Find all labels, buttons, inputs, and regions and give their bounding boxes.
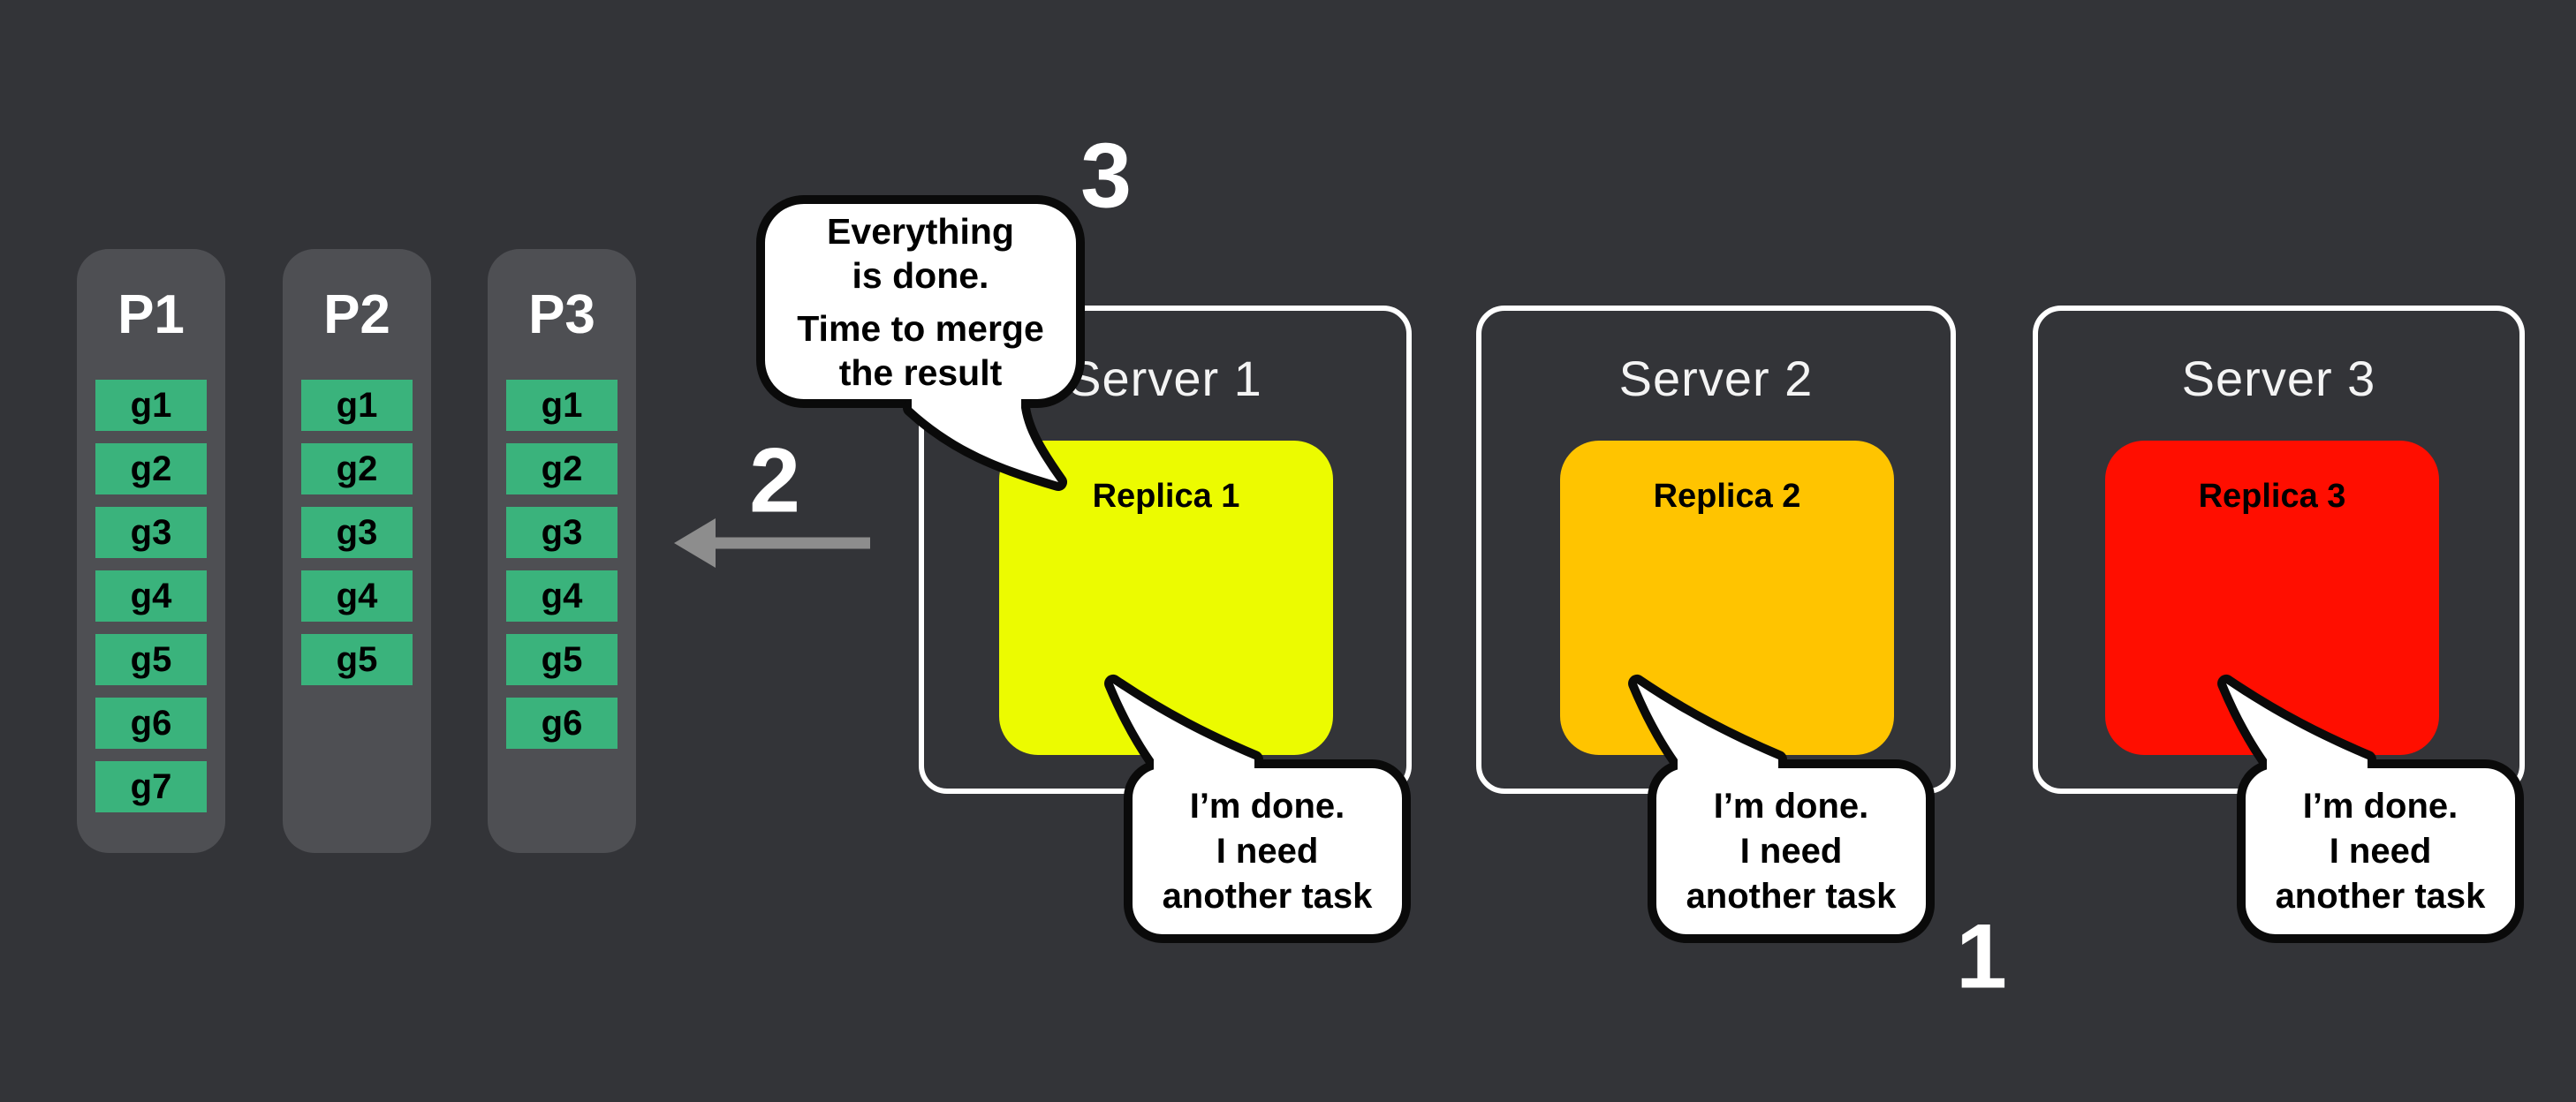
task-box: g2 (301, 443, 413, 494)
step-number-3: 3 (1080, 125, 1132, 228)
replica-2-label: Replica 2 (1653, 478, 1801, 515)
task-box: g3 (95, 507, 207, 558)
bubble-line: I’m done. (2302, 786, 2459, 826)
bubble-line: another task (2275, 876, 2486, 916)
task-box: g3 (506, 507, 617, 558)
bubble-line: I need (1216, 831, 1319, 871)
task-box: g1 (301, 380, 413, 431)
server-2-title: Server 2 (1618, 351, 1814, 406)
task-box: g4 (301, 570, 413, 622)
replica-2-card: Replica 2 (1560, 441, 1894, 755)
bubble-line: I need (1739, 831, 1843, 871)
task-box: g1 (95, 380, 207, 431)
partition-p1: P1 g1 g2 g3 g4 g5 g6 g7 (77, 249, 225, 853)
step-number-2: 2 (749, 429, 800, 532)
task-box: g5 (95, 634, 207, 685)
partition-p3-tasks: g1 g2 g3 g4 g5 g6 (506, 380, 617, 749)
done-speech-bubble-2: I’m done. I need another task (1648, 759, 1935, 943)
partition-p2: P2 g1 g2 g3 g4 g5 (283, 249, 431, 853)
partition-p3: P3 g1 g2 g3 g4 g5 g6 (488, 249, 636, 853)
replica-3-label: Replica 3 (2198, 478, 2346, 515)
server-1-title: Server 1 (1068, 351, 1262, 406)
bubble-line: I’m done. (1713, 786, 1869, 826)
task-box: g1 (506, 380, 617, 431)
done-speech-bubble-1: I’m done. I need another task (1124, 759, 1411, 943)
bubble-line: Time to merge (797, 307, 1044, 349)
partition-p2-label: P2 (323, 284, 390, 345)
task-box: g4 (95, 570, 207, 622)
bubble-line: Everything (827, 210, 1014, 252)
task-box: g3 (301, 507, 413, 558)
merge-bubble-paragraph: Time to merge the result (797, 306, 1044, 395)
partition-p2-tasks: g1 g2 g3 g4 g5 (301, 380, 413, 685)
partition-p1-tasks: g1 g2 g3 g4 g5 g6 g7 (95, 380, 207, 812)
replica-3-card: Replica 3 (2105, 441, 2439, 755)
bubble-line: is done. (852, 254, 989, 296)
task-box: g6 (95, 698, 207, 749)
bubble-line: I’m done. (1189, 786, 1345, 826)
merge-bubble-paragraph: Everything is done. (827, 209, 1014, 298)
task-box: g5 (301, 634, 413, 685)
partition-p1-label: P1 (117, 284, 185, 345)
replica-1-label: Replica 1 (1092, 478, 1240, 515)
task-box: g2 (95, 443, 207, 494)
task-box: g2 (506, 443, 617, 494)
merge-speech-bubble: Everything is done. Time to merge the re… (756, 195, 1085, 408)
bubble-line: another task (1162, 876, 1373, 916)
task-box: g7 (95, 761, 207, 812)
bubble-line: the result (838, 351, 1003, 393)
arrow-left-icon (674, 518, 716, 568)
task-box: g5 (506, 634, 617, 685)
replica-1-card: Replica 1 (999, 441, 1333, 755)
step-number-1: 1 (1956, 905, 2007, 1008)
server-3-box: Server 3 Replica 3 (2033, 306, 2525, 794)
partition-p3-label: P3 (528, 284, 595, 345)
server-3-title: Server 3 (2181, 351, 2376, 406)
bubble-line: I need (2329, 831, 2432, 871)
task-box: g6 (506, 698, 617, 749)
done-speech-bubble-3: I’m done. I need another task (2237, 759, 2524, 943)
bubble-line: another task (1686, 876, 1897, 916)
task-box: g4 (506, 570, 617, 622)
server-2-box: Server 2 Replica 2 (1476, 306, 1956, 794)
